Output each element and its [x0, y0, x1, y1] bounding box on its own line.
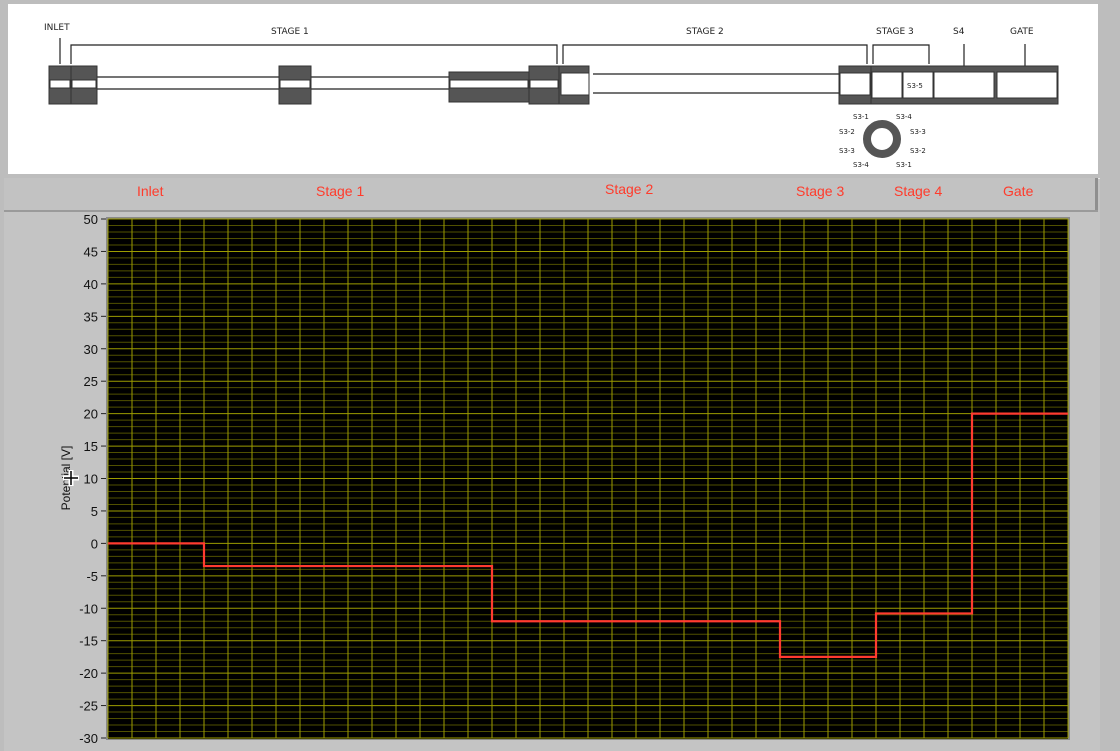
- y-tick-label: 30: [84, 342, 98, 357]
- stage-label-gate: Gate: [1003, 183, 1034, 199]
- y-tick-label: 25: [84, 374, 98, 389]
- y-tick-label: -5: [86, 569, 98, 584]
- label-stage3: STAGE 3: [876, 27, 914, 37]
- label-gate: GATE: [1010, 27, 1034, 37]
- segment-label: S3-4: [853, 161, 869, 169]
- crosshair-cursor-icon: [63, 470, 79, 486]
- y-tick-label: -10: [79, 601, 98, 616]
- y-tick-label: 45: [84, 244, 98, 259]
- stage-bar: Inlet Stage 1 Stage 2 Stage 3 Stage 4 Ga…: [4, 178, 1098, 212]
- y-tick-label: 10: [84, 472, 98, 487]
- segment-label: S3-4: [896, 113, 912, 121]
- y-tick-label: 20: [84, 407, 98, 422]
- label-s3-5: S3-5: [907, 82, 923, 90]
- y-tick-label: 15: [84, 439, 98, 454]
- segment-label: S3-3: [839, 147, 855, 155]
- stage-label-stage4: Stage 4: [894, 183, 943, 199]
- label-inlet: INLET: [44, 23, 70, 33]
- segment-label: S3-2: [839, 128, 855, 136]
- segment-label: S3-1: [896, 161, 912, 169]
- y-tick-label: 0: [91, 536, 98, 551]
- diagram-drawing: INLET STAGE 1 STAGE 2 STAGE 3 S4 GATE S3…: [44, 23, 1059, 169]
- y-tick-label: -15: [79, 634, 98, 649]
- stage-label-stage3: Stage 3: [796, 183, 845, 199]
- y-tick-label: -20: [79, 666, 98, 681]
- stage-label-inlet: Inlet: [137, 183, 164, 199]
- label-stage1: STAGE 1: [271, 27, 309, 37]
- y-tick-label: 35: [84, 309, 98, 324]
- label-s4: S4: [953, 27, 965, 37]
- ring-electrode: [863, 120, 901, 158]
- stage-label-stage2: Stage 2: [605, 181, 654, 197]
- y-tick-label: 5: [91, 504, 98, 519]
- y-tick-label: 40: [84, 277, 98, 292]
- y-tick-label: -30: [79, 731, 98, 746]
- segment-label: S3-3: [910, 128, 926, 136]
- segment-label: S3-1: [853, 113, 869, 121]
- y-tick-label: 50: [84, 212, 98, 227]
- instrument-diagram: INLET STAGE 1 STAGE 2 STAGE 3 S4 GATE S3…: [8, 4, 1098, 174]
- potential-trace: [108, 412, 1068, 659]
- y-tick-label: -25: [79, 699, 98, 714]
- stage-label-stage1: Stage 1: [316, 183, 365, 199]
- segment-label: S3-2: [910, 147, 926, 155]
- label-stage2: STAGE 2: [686, 27, 724, 37]
